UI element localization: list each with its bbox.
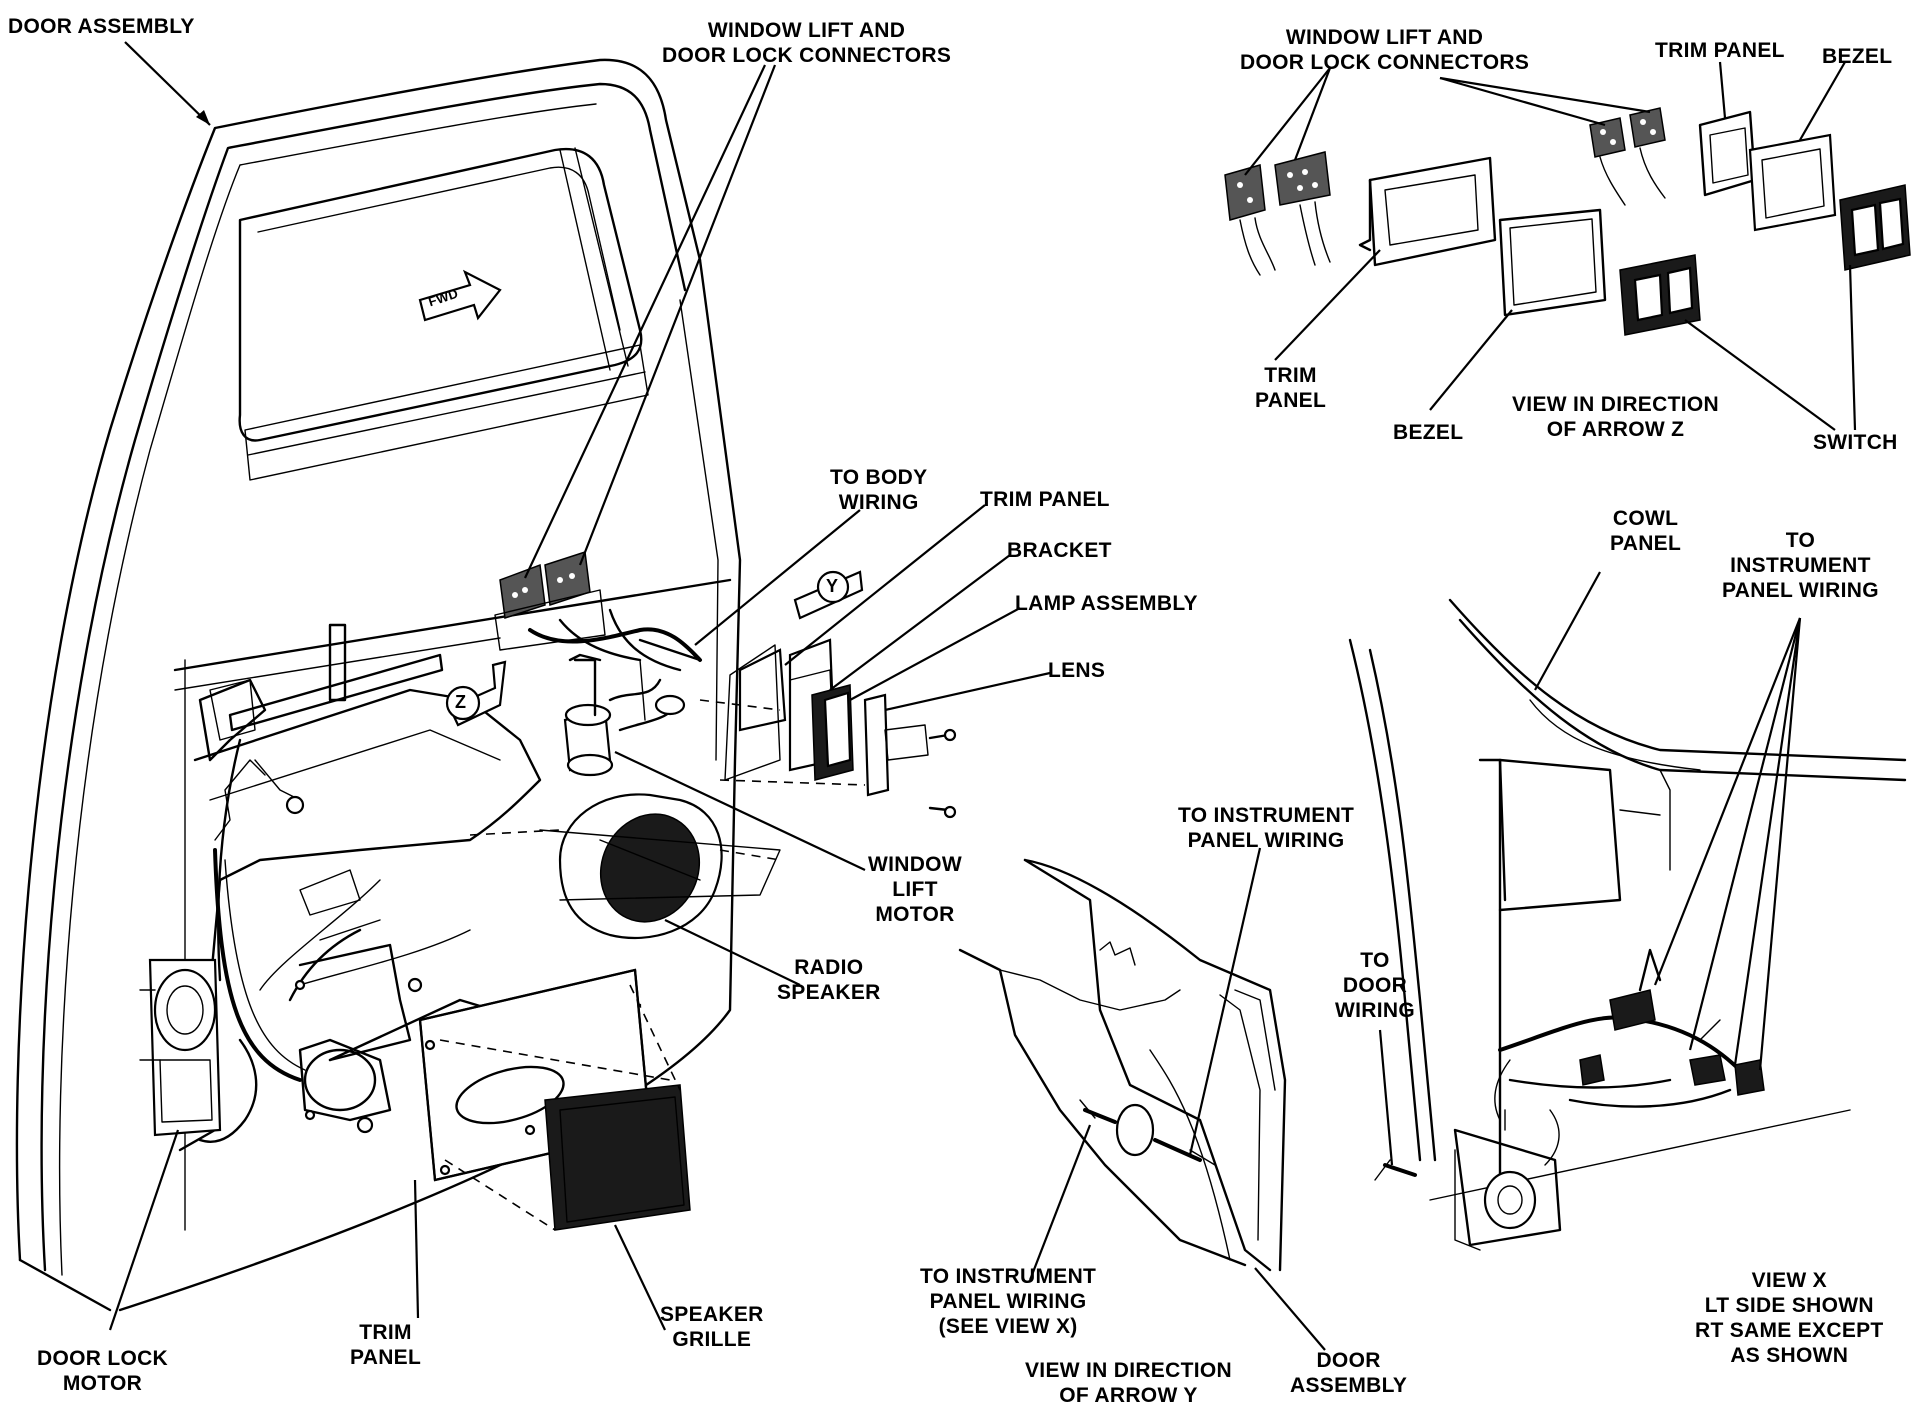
view-y-drawing (958, 858, 1287, 1272)
label-bezel-z-bottom: BEZEL (1393, 421, 1464, 444)
label-door-assembly-top: DOOR ASSEMBLY (8, 15, 195, 38)
lamp-assembly-drawing (699, 638, 957, 819)
label-cowl-panel: COWL PANEL (1610, 507, 1682, 555)
label-switch: SWITCH (1813, 431, 1898, 454)
speaker-grille-drawing (294, 943, 691, 1231)
label-to-instrument-panel-wiring-y: TO INSTRUMENT PANEL WIRING (1178, 804, 1355, 852)
label-window-lift-motor: WINDOW LIFT MOTOR (868, 853, 962, 926)
label-trim-panel-bottom: TRIM PANEL (350, 1321, 422, 1369)
leader-lines (108, 41, 1857, 1351)
label-lens: LENS (1048, 659, 1106, 682)
label-to-instrument-panel-wiring-see-x: TO INSTRUMENT PANEL WIRING (SEE VIEW X) (920, 1265, 1097, 1338)
label-trim-panel-mid: TRIM PANEL (980, 488, 1110, 511)
label-window-lift-connectors-main: WINDOW LIFT AND DOOR LOCK CONNECTORS (662, 19, 952, 67)
label-view-arrow-y: VIEW IN DIRECTION OF ARROW Y (1025, 1359, 1232, 1407)
label-door-assembly-y: DOOR ASSEMBLY (1290, 1349, 1408, 1397)
label-speaker-grille: SPEAKER GRILLE (660, 1303, 764, 1351)
label-bezel-z-top: BEZEL (1822, 45, 1893, 68)
label-to-body-wiring: TO BODY WIRING (830, 466, 928, 514)
arrow-y-marker: Y (826, 576, 839, 596)
label-view-arrow-z: VIEW IN DIRECTION OF ARROW Z (1512, 393, 1719, 441)
label-view-x: VIEW X LT SIDE SHOWN RT SAME EXCEPT AS S… (1695, 1269, 1884, 1367)
label-to-instrument-panel-wiring-x: TO INSTRUMENT PANEL WIRING (1722, 529, 1879, 602)
label-window-lift-connectors-z: WINDOW LIFT AND DOOR LOCK CONNECTORS (1240, 26, 1530, 74)
label-trim-panel-z-top: TRIM PANEL (1655, 39, 1785, 62)
window-lift-motor-drawing (563, 653, 686, 777)
label-bracket: BRACKET (1007, 539, 1112, 562)
label-radio-speaker: RADIO SPEAKER (777, 956, 881, 1004)
label-trim-panel-z-bottom: TRIM PANEL (1255, 364, 1327, 412)
label-door-lock-motor: DOOR LOCK MOTOR (37, 1347, 169, 1395)
view-x-drawing (1348, 598, 1907, 1251)
radio-speaker-drawing (469, 793, 781, 940)
view-z-drawing (1224, 107, 1911, 336)
label-lamp-assembly: LAMP ASSEMBLY (1015, 592, 1198, 615)
main-connectors-drawing (494, 551, 702, 672)
arrow-z-marker: Z (455, 692, 467, 712)
label-to-door-wiring: TO DOOR WIRING (1335, 949, 1415, 1022)
